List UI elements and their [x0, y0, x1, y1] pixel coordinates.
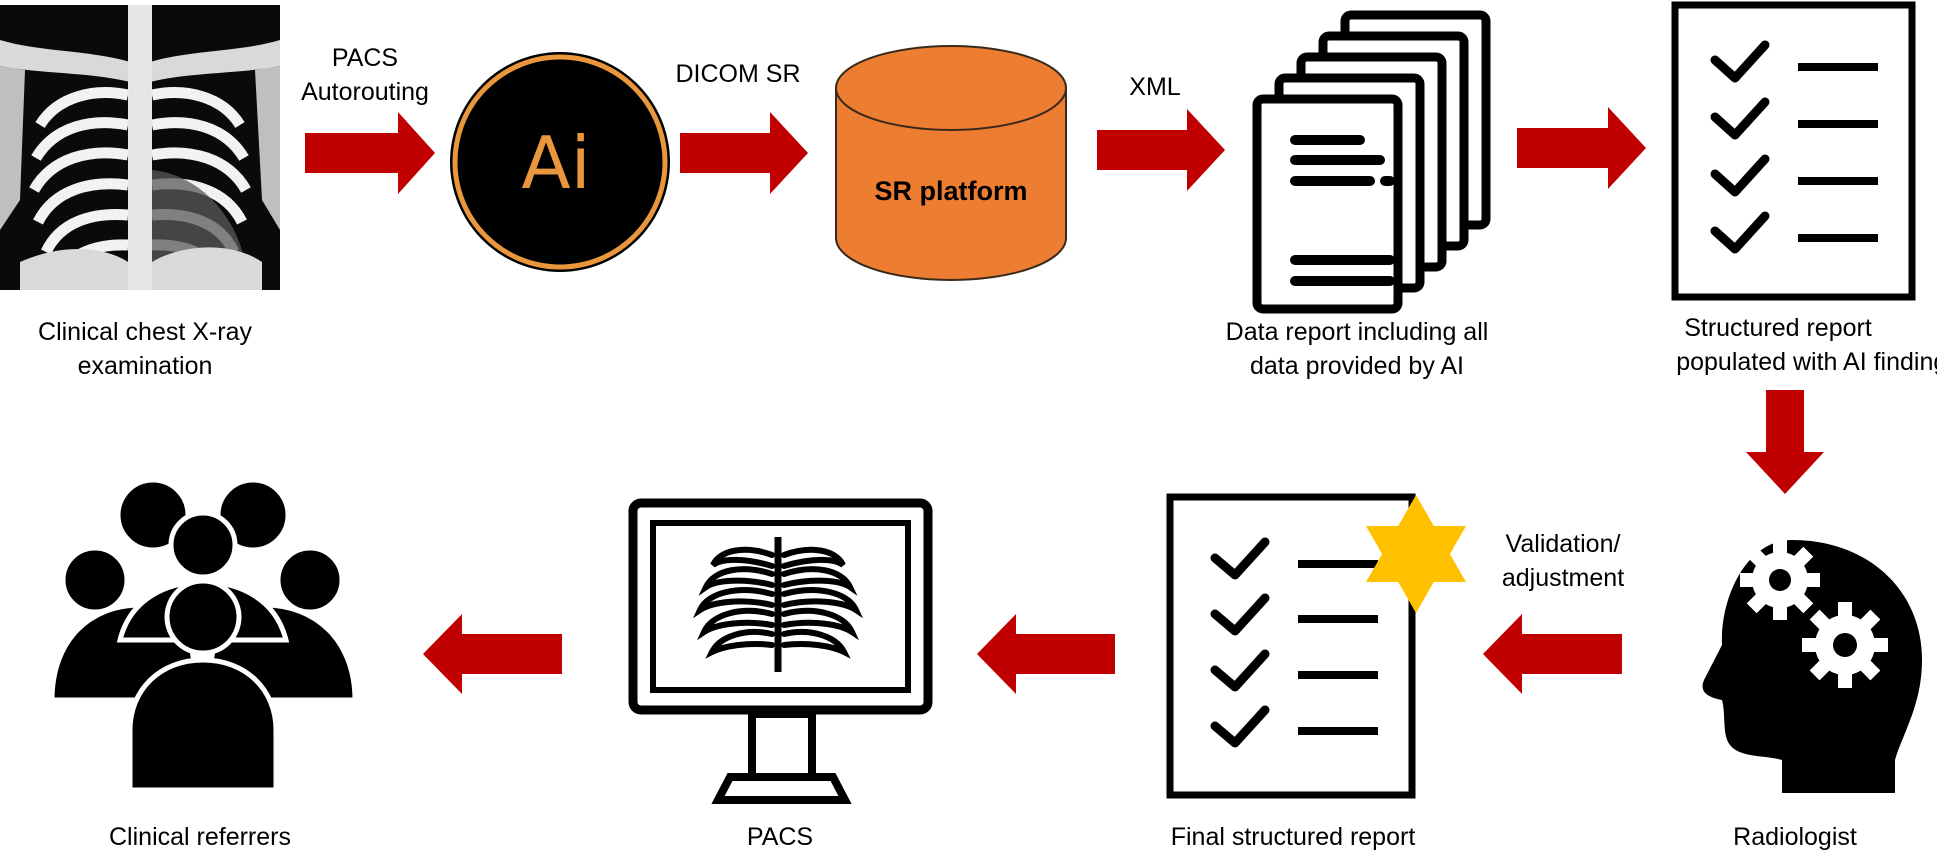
ai-logo: Ai — [450, 52, 670, 272]
arrow-ai-to-sr — [680, 112, 808, 194]
xray-label-line1: Clinical chest X-ray — [38, 318, 252, 346]
checklist-with-star-icon — [1166, 493, 1466, 799]
edge-label-pacs: PACS — [332, 44, 398, 72]
arrow-report-to-structured — [1517, 107, 1646, 189]
edge-label-validation: Validation/ — [1506, 530, 1621, 558]
monitor-xray-icon — [628, 498, 933, 804]
arrow-structured-to-radiologist — [1746, 390, 1824, 494]
edge-label-dicom-sr: DICOM SR — [676, 60, 801, 88]
document-lines — [1290, 135, 1395, 286]
people-group-icon — [49, 477, 358, 793]
xray-label-line2: examination — [78, 352, 213, 380]
arrow-final-to-pacs — [977, 614, 1115, 694]
pacs-label: PACS — [747, 823, 813, 851]
structured-report-label-line1: Structured report — [1684, 314, 1872, 342]
edge-label-adjustment: adjustment — [1502, 564, 1624, 592]
head-with-gears-icon — [1702, 540, 1922, 793]
arrow-radiologist-to-final — [1483, 614, 1622, 694]
ai-logo-text: Ai — [521, 121, 590, 205]
data-report-label-line1: Data report including all — [1226, 318, 1489, 346]
checklist-icon — [1671, 1, 1916, 301]
structured-report-label-line2: populated with AI findings — [1676, 348, 1937, 376]
final-report-label: Final structured report — [1171, 823, 1416, 851]
arrow-xray-to-ai — [305, 112, 435, 194]
sr-platform-label: SR platform — [874, 176, 1027, 206]
edge-label-xml: XML — [1129, 73, 1181, 101]
radiologist-label: Radiologist — [1733, 823, 1857, 851]
arrow-pacs-to-referrers — [423, 614, 562, 694]
data-report-label-line2: data provided by AI — [1250, 352, 1464, 380]
arrow-sr-to-report — [1097, 109, 1225, 191]
database-cylinder: SR platform — [835, 45, 1067, 281]
edge-label-autorouting: Autorouting — [301, 78, 429, 106]
chest-xray-image — [0, 5, 280, 290]
referrers-label: Clinical referrers — [109, 823, 291, 851]
